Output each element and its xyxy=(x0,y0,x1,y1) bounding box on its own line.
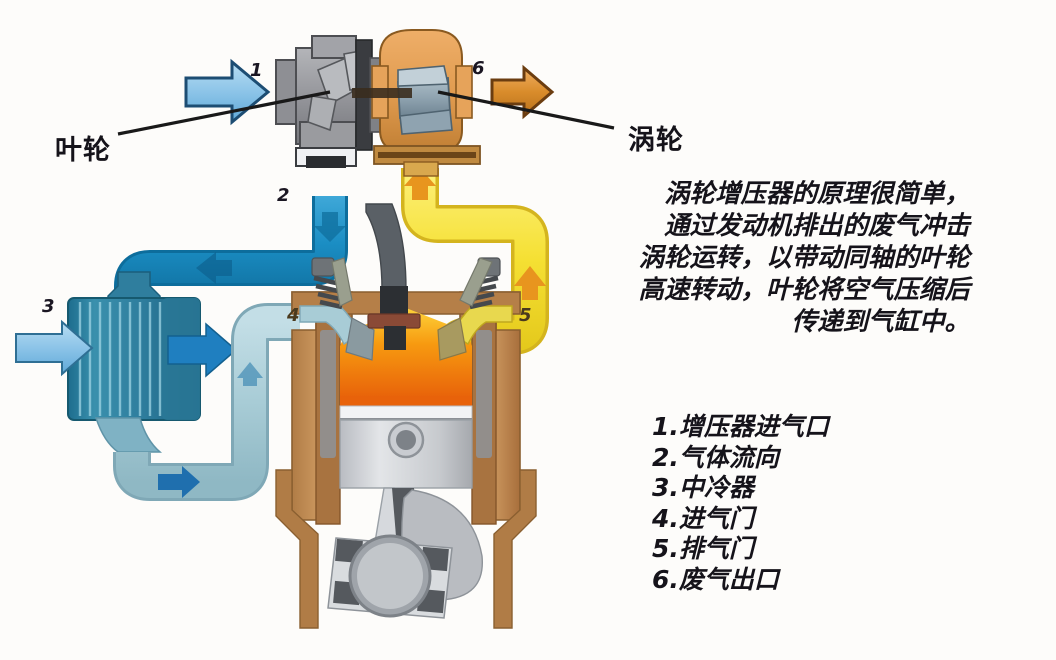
engine-cylinder xyxy=(275,203,537,629)
legend-list: 1.增压器进气口 2.气体流向 3.中冷器 4.进气门 5.排气门 6.废气出口 xyxy=(652,412,829,595)
description-line: 涡轮运转，以带动同轴的叶轮 xyxy=(638,243,970,273)
legend-item: 3.中冷器 xyxy=(652,473,754,502)
part-label-impeller: 叶轮 xyxy=(55,135,111,166)
flow-arrow-compressed-2 xyxy=(196,252,232,284)
callout-3: 3 xyxy=(42,296,55,317)
leader-line-impeller xyxy=(117,90,331,136)
legend-item: 6.废气出口 xyxy=(652,564,779,594)
legend-item: 2.气体流向 xyxy=(652,442,779,472)
legend-item: 1.增压器进气口 xyxy=(652,412,829,441)
leader-lines xyxy=(117,90,615,136)
intercooler-outlet-arrow xyxy=(167,322,238,378)
legend-item: 5.排气门 xyxy=(652,534,754,563)
part-label-turbine: 涡轮 xyxy=(628,125,684,156)
callout-2: 2 xyxy=(277,185,290,206)
cooled-air-pipe xyxy=(113,303,300,501)
flow-arrow-exhaust-1 xyxy=(404,168,436,200)
callout-4: 4 xyxy=(287,305,300,326)
callout-6: 6 xyxy=(472,58,485,79)
turbine-housing xyxy=(352,29,481,177)
flow-arrow-exhaust-2 xyxy=(514,266,546,300)
intercooler xyxy=(67,271,201,453)
description-paragraph: 涡轮增压器的原理很简单， 通过发动机排出的废气冲击 涡轮运转，以带动同轴的叶轮 … xyxy=(588,178,970,338)
flow-arrow-compressed-1 xyxy=(314,212,346,242)
description-line: 传递到气缸中。 xyxy=(791,307,970,337)
spark-plug xyxy=(365,203,421,350)
exhaust-valve-spring xyxy=(459,257,501,310)
flow-arrow-cooled-2 xyxy=(237,362,263,386)
leader-line-turbine xyxy=(437,90,615,130)
intake-valve-spring xyxy=(311,257,353,310)
description-line: 涡轮增压器的原理很简单， xyxy=(663,179,970,209)
flow-arrow-cooled-1 xyxy=(158,466,200,498)
description-line: 高速转动，叶轮将空气压缩后 xyxy=(638,275,970,305)
callout-5: 5 xyxy=(519,305,532,326)
cool-air-inlet-arrow xyxy=(15,319,94,377)
compressed-air-pipe xyxy=(114,196,348,300)
callout-1: 1 xyxy=(250,60,263,81)
legend-item: 4.进气门 xyxy=(652,503,754,533)
description-line: 通过发动机排出的废气冲击 xyxy=(663,211,970,241)
turbocharger xyxy=(275,29,481,177)
